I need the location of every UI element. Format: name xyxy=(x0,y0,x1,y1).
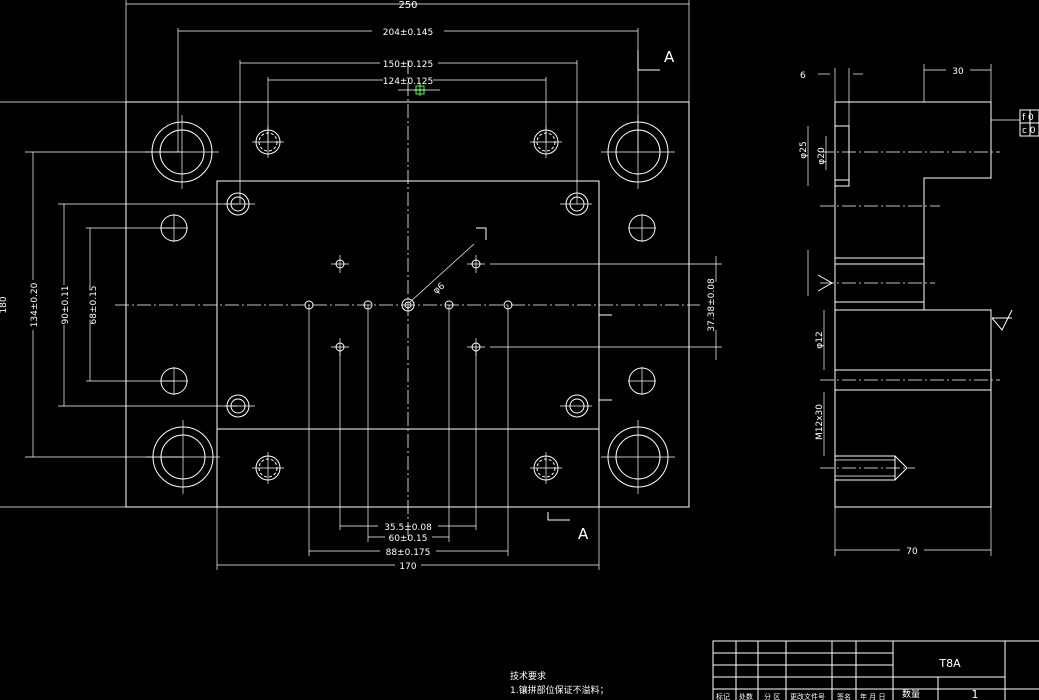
threaded-hole xyxy=(252,452,284,484)
guide-holes xyxy=(145,115,675,494)
tech-item-1: 1.镶拼部位保证不溢料； xyxy=(510,684,609,696)
threaded-hole xyxy=(530,452,562,484)
counterbore-section xyxy=(834,125,850,187)
section-mark-bottom xyxy=(547,512,570,521)
dim-side-m12: M12x30 xyxy=(815,404,825,440)
dim-side-phi25: φ25 xyxy=(799,141,809,158)
title-header-0: 标记 xyxy=(716,692,730,700)
dim-37-38: 37.38±0.08 xyxy=(707,278,717,332)
dim-90: 90±0.11 xyxy=(61,285,71,324)
title-header-3: 更改文件号 xyxy=(790,692,825,700)
threaded-hole-section xyxy=(834,455,896,481)
title-block: 标记 处数 分 区 更改文件号 签名 年 月 日 T8A 数量 1 xyxy=(712,640,1039,700)
pin-hole xyxy=(628,367,656,395)
front-view xyxy=(115,50,700,540)
dim-170: 170 xyxy=(399,562,416,572)
side-view: 6 30 φ25 φ20 φ12 M12x30 70 f 0 c 0 xyxy=(799,64,1039,557)
ejector-hole xyxy=(331,255,349,273)
guide-hole-bottom-right xyxy=(601,420,675,494)
tech-title: 技术要求 xyxy=(510,670,546,682)
counterbore-hole xyxy=(560,192,592,216)
tolerance-frame-text2: c 0 xyxy=(1022,126,1036,136)
dim-phi6: φ6 xyxy=(432,281,448,296)
title-qty-value: 1 xyxy=(972,688,979,700)
title-header-2: 分 区 xyxy=(764,692,780,700)
dim-side-30: 30 xyxy=(952,67,964,77)
surface-finish-symbol xyxy=(991,309,1013,331)
pin-hole xyxy=(628,214,656,242)
dim-150: 150±0.125 xyxy=(383,60,433,70)
dim-35-5: 35.5±0.08 xyxy=(384,523,432,533)
dim-side-phi20: φ20 xyxy=(817,147,827,165)
title-header-1: 处数 xyxy=(739,692,753,700)
dim-side-6: 6 xyxy=(800,71,806,81)
title-header-5: 年 月 日 xyxy=(860,692,885,700)
dim-60: 60±0.15 xyxy=(388,534,427,544)
title-header-4: 签名 xyxy=(837,692,851,700)
dim-side-phi12: φ12 xyxy=(815,331,825,348)
front-dimensions: 250 204±0.145 150±0.125 124±0.125 180 13… xyxy=(0,0,722,572)
ejector-hole xyxy=(467,255,485,273)
title-part-name: T8A xyxy=(938,657,961,670)
dim-204: 204±0.145 xyxy=(383,28,433,38)
dim-side-70: 70 xyxy=(906,547,918,557)
section-label-top: A xyxy=(664,48,675,66)
tolerance-frame-text1: f 0 xyxy=(1022,113,1034,123)
dim-88: 88±0.175 xyxy=(386,548,431,558)
counterbore-hole xyxy=(560,394,592,418)
section-mark-top xyxy=(637,50,660,71)
technical-requirements: 技术要求 1.镶拼部位保证不溢料； xyxy=(510,670,609,696)
title-qty-label: 数量 xyxy=(902,688,920,700)
dim-total-width: 250 xyxy=(398,0,417,11)
section-label-bottom: A xyxy=(578,525,589,543)
dim-left-partial: 180 xyxy=(0,296,9,313)
outer-plate-outline xyxy=(125,101,690,508)
dim-68: 68±0.15 xyxy=(89,285,99,324)
dim-124: 124±0.125 xyxy=(383,77,433,87)
side-view-outline xyxy=(834,101,992,508)
centerline-hole xyxy=(401,298,415,312)
dim-134: 134±0.20 xyxy=(30,282,40,327)
